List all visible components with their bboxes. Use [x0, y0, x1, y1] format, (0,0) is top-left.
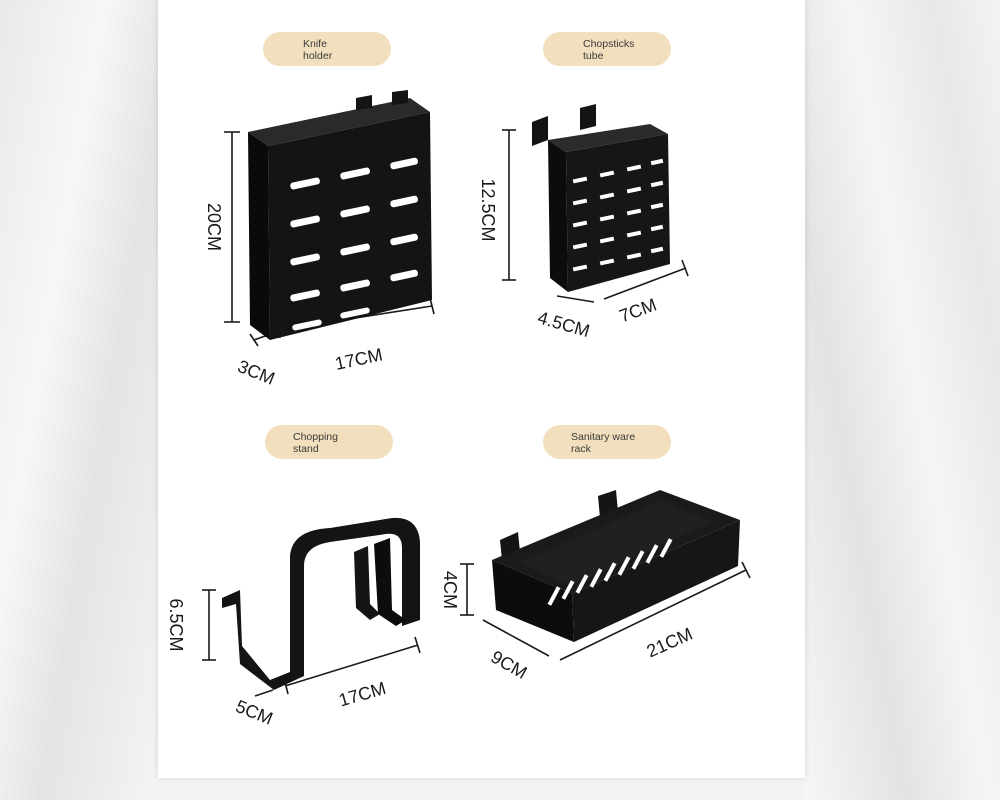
knife-depth-label: 3CM — [235, 356, 278, 389]
sanitary-width-label: 21CM — [644, 624, 696, 662]
label-chopsticks-tube-line2: tube — [583, 50, 604, 62]
chopping-width-label: 17CM — [337, 678, 389, 710]
sanitary-height-label: 4CM — [440, 571, 460, 609]
knife-height-label: 20CM — [204, 203, 224, 251]
marble-background-left — [0, 0, 158, 800]
label-chopping-stand-line1: Chopping — [293, 431, 338, 443]
knife-width-label: 17CM — [333, 344, 384, 374]
label-chopping-stand-line2: stand — [293, 443, 319, 455]
label-knife-holder-line2: holder — [303, 50, 333, 62]
label-sanitary-ware-rack-line2: rack — [571, 443, 591, 455]
chopping-stand-image — [222, 517, 420, 690]
sanitary-ware-rack-image — [492, 490, 740, 642]
chopping-depth-label: 5CM — [233, 696, 276, 729]
knife-holder-image — [248, 90, 432, 340]
sanitary-depth-label: 9CM — [488, 647, 531, 683]
chopsticks-width-label: 7CM — [617, 294, 660, 326]
label-sanitary-ware-rack: Sanitary ware rack — [543, 425, 671, 459]
label-knife-holder-line1: Knife — [303, 38, 327, 50]
label-chopping-stand: Chopping stand — [265, 425, 393, 459]
label-sanitary-ware-rack-line1: Sanitary ware — [571, 431, 636, 443]
chopsticks-depth-label: 4.5CM — [535, 307, 591, 341]
label-knife-holder: Knife holder — [263, 32, 391, 66]
marble-background-right — [805, 0, 1000, 800]
chopsticks-tube-image — [532, 104, 670, 292]
label-chopsticks-tube-line1: Chopsticks — [583, 38, 635, 50]
chopsticks-height-label: 12.5CM — [478, 178, 498, 241]
label-chopsticks-tube: Chopsticks tube — [543, 32, 671, 66]
chopping-height-label: 6.5CM — [166, 598, 186, 651]
